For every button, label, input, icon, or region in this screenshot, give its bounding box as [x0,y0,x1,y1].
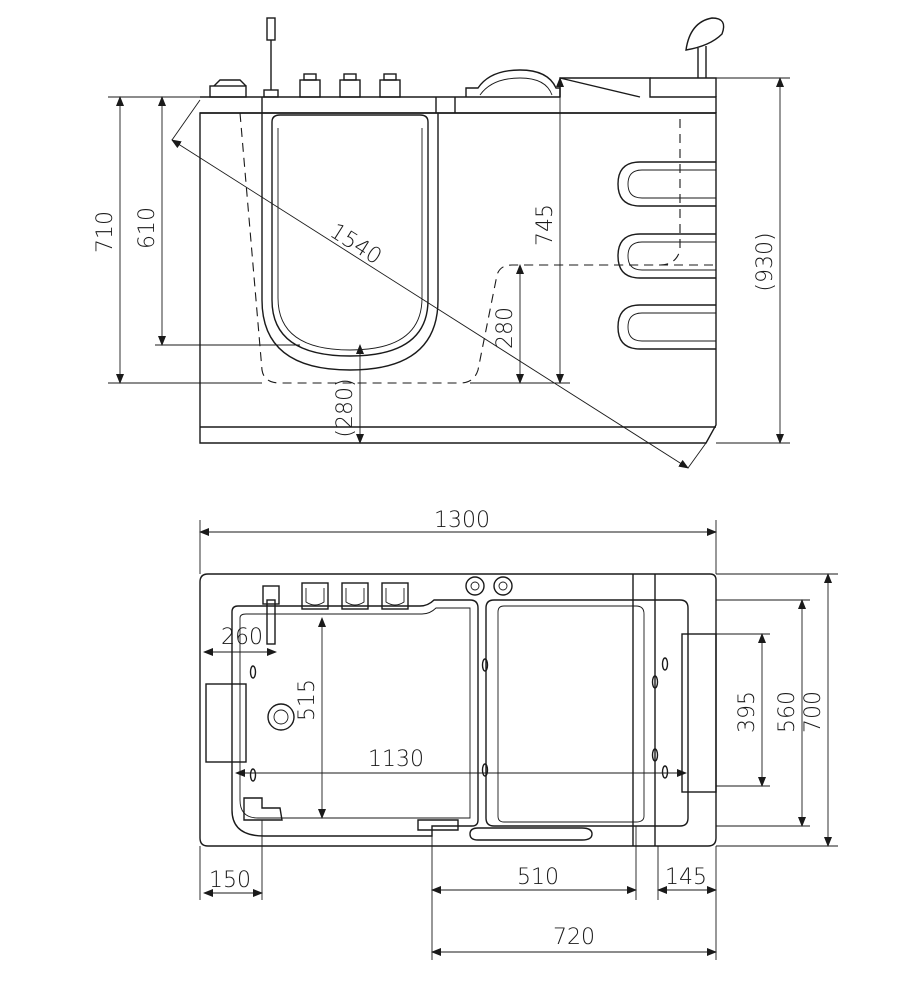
dim-700: 700 [716,573,838,847]
dim-395-label: 395 [735,691,760,733]
dim-280-paren-label: (280) [333,378,358,437]
top-fixtures [209,17,725,98]
top-view: 1300 260 515 1130 395 560 [199,508,838,960]
dim-610-label: 610 [135,207,160,249]
dim-1300-label: 1300 [434,508,490,533]
side-grips [617,161,716,350]
dim-1540-label: 1540 [325,219,386,270]
dim-145-label: 145 [665,865,707,890]
dim-560-label: 560 [775,691,800,733]
dim-1130: 1130 [235,747,687,777]
dim-700-label: 700 [801,691,826,733]
top-controls [243,576,669,841]
dim-710-label: 710 [93,211,118,253]
dim-150: 150 [199,820,263,900]
dim-260-label: 260 [221,625,263,650]
dim-510-label: 510 [517,865,559,890]
top-outer [199,573,717,847]
top-seat-inner [497,605,645,823]
dim-280-inner-label: 280 [493,307,518,349]
dim-510: 510 [431,826,637,960]
dim-560: 560 [716,599,810,827]
dim-515-label: 515 [295,679,320,721]
dim-745-label: 745 [533,204,558,246]
dim-515: 515 [295,617,326,819]
dim-610: 610 [135,96,300,346]
dim-930-label: (930) [753,232,778,291]
dim-280-paren: (280) [333,344,364,444]
dim-930: (930) [716,77,790,444]
rim-slope [559,77,717,98]
dim-280-inner: 280 [493,264,524,384]
top-headrest [681,633,717,793]
dim-150-label: 150 [209,868,251,893]
top-inner-basin [231,599,479,837]
dim-720-label: 720 [553,925,595,950]
dim-1300: 1300 [199,508,717,574]
dim-145: 145 [657,846,717,960]
dim-720: 720 [431,925,717,956]
side-view: 710 610 745 (930) 280 (280) [93,17,790,469]
dim-395: 395 [716,633,770,787]
top-backrest [205,683,247,763]
top-seat-area [485,599,689,827]
dim-260: 260 [203,625,277,656]
dim-1130-label: 1130 [368,747,424,772]
dim-710: 710 [93,96,262,384]
dim-1540: 1540 [171,99,707,469]
